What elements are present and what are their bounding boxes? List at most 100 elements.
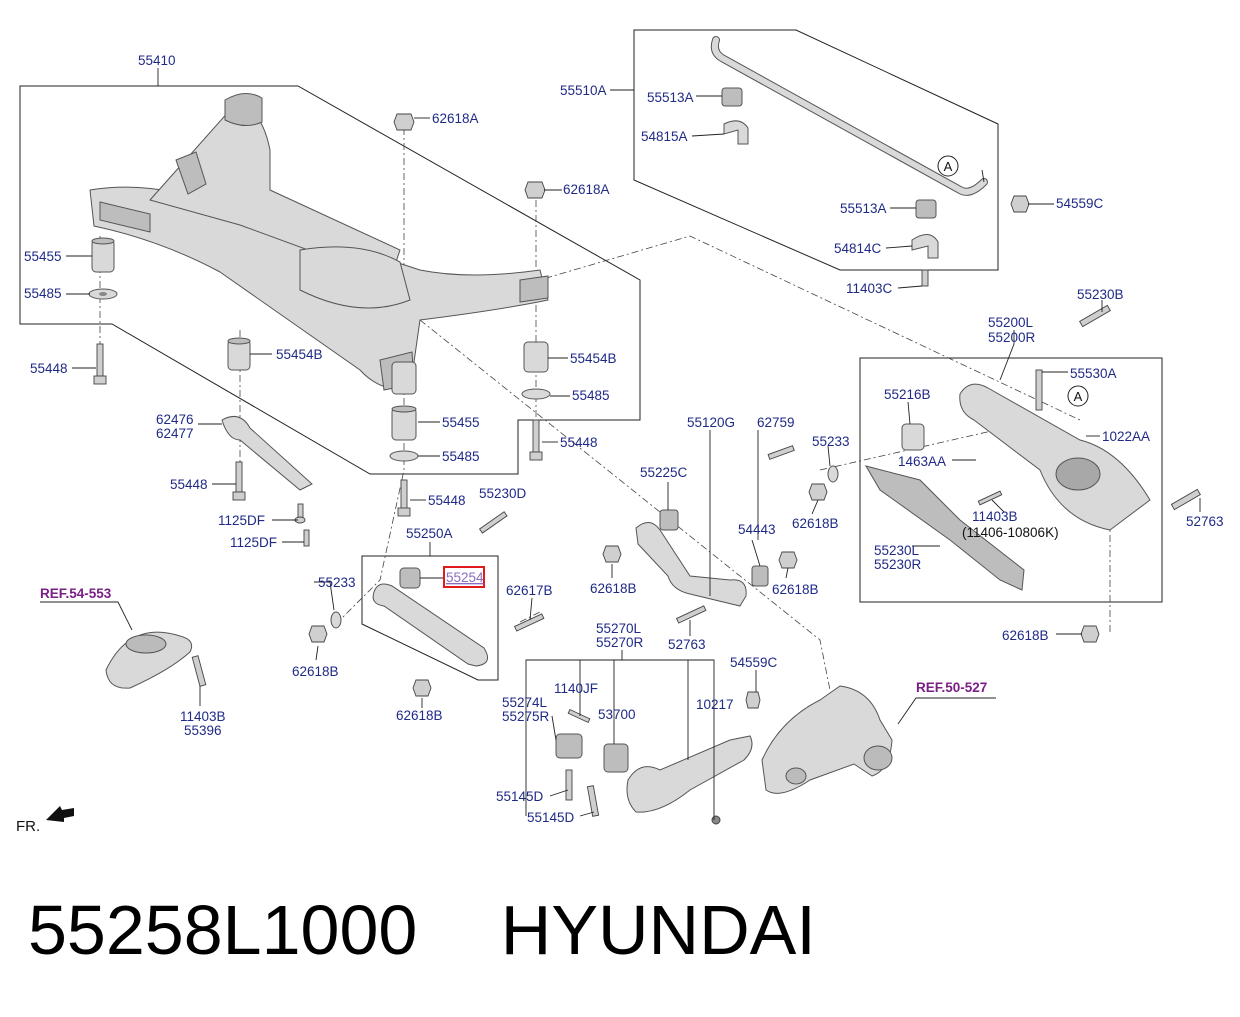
label-55448: 55448 (560, 435, 598, 450)
front-arrow-icon (46, 806, 74, 822)
circle-a-marker-2: A (1067, 385, 1089, 407)
label-62618B: 62618B (1002, 628, 1049, 643)
stabilizer-group-outline (633, 29, 999, 271)
label-55254: 55254 (446, 570, 484, 585)
front-direction-label: FR. (16, 818, 41, 835)
nut-62618A-1 (393, 113, 415, 131)
bushing-55455-center (391, 405, 417, 441)
circle-a-text: A (944, 159, 953, 174)
highlight-box-55254 (443, 566, 485, 588)
label-55230D: 55230D (479, 486, 527, 501)
label-55448: 55448 (30, 361, 68, 376)
label-62618B: 62618B (792, 516, 839, 531)
bracket-62476 (221, 415, 313, 547)
label-55145D: 55145D (496, 789, 544, 804)
label-55410: 55410 (138, 53, 176, 68)
part-number: 55258L1000 (28, 891, 418, 969)
label-55225C: 55225C (640, 465, 688, 480)
label-55448: 55448 (428, 493, 466, 508)
label-62617B: 62617B (506, 583, 553, 598)
label-54559C: 54559C (730, 655, 778, 670)
label-54815A: 54815A (641, 129, 688, 144)
label-55274L: 55274L (502, 695, 548, 710)
label-62476: 62476 (156, 412, 194, 427)
label-62618A: 62618A (432, 111, 479, 126)
label-62618B: 62618B (772, 582, 819, 597)
brand-name: HYUNDAI (500, 891, 816, 969)
upper-arm-group-outline (361, 555, 499, 681)
label-62477: 62477 (156, 426, 194, 441)
bushing-55454B-right (523, 341, 549, 373)
label-55270L: 55270L (596, 621, 642, 636)
label-55454B: 55454B (276, 347, 323, 362)
ref-50-527[interactable]: REF.50-527 (916, 680, 987, 695)
label-55200R: 55200R (988, 330, 1036, 345)
bolt-55448-right (529, 419, 543, 461)
label-10217: 10217 (696, 697, 734, 712)
footer-caption: 55258L1000 HYUNDAI (28, 890, 816, 970)
bushing-55454B-left (227, 337, 251, 371)
label-55485: 55485 (24, 286, 62, 301)
circle-a-marker-1: A (937, 155, 959, 177)
label-11403B: 11403B (180, 709, 226, 724)
label-55250A: 55250A (406, 526, 453, 541)
label-54814C: 54814C (834, 241, 882, 256)
label-55120G: 55120G (687, 415, 735, 430)
label-55275R: 55275R (502, 709, 550, 724)
label-54559C: 54559C (1056, 196, 1104, 211)
washer-55485-center (389, 450, 419, 462)
rear-suspension-exploded-diagram: A A 55410 62618A 62618A 55510A 55513A 54… (19, 29, 1224, 825)
label-11406-10806K: (11406-10806K) (962, 525, 1059, 540)
label-62618B: 62618B (292, 664, 339, 679)
washer-55485-right (521, 388, 551, 400)
label-1125DF: 1125DF (230, 535, 277, 550)
label-55448: 55448 (170, 477, 208, 492)
label-55455: 55455 (24, 249, 62, 264)
subframe-group-outline (19, 85, 641, 475)
label-54443: 54443 (738, 522, 776, 537)
label-1022AA: 1022AA (1102, 429, 1150, 444)
label-55145D: 55145D (527, 810, 575, 825)
stabilizer-bar (710, 36, 1030, 287)
label-55485: 55485 (572, 388, 610, 403)
label-52763: 52763 (668, 637, 706, 652)
label-55230B: 55230B (1077, 287, 1124, 302)
label-1463AA: 1463AA (898, 454, 946, 469)
bushing-55455-left (91, 237, 115, 273)
label-55200L: 55200L (988, 315, 1034, 330)
nut-62618A-2 (524, 181, 546, 199)
knuckle-part (761, 685, 893, 794)
bolt-55448-left (93, 343, 107, 385)
label-55216B: 55216B (884, 387, 931, 402)
label-52763: 52763 (1186, 514, 1224, 529)
label-55530A: 55530A (1070, 366, 1117, 381)
upper-arm-55120G (602, 445, 839, 624)
label-55510A: 55510A (560, 83, 607, 98)
bushing-55454B-center (391, 361, 417, 395)
label-55270R: 55270R (596, 635, 644, 650)
label-62618A: 62618A (563, 182, 610, 197)
label-55455: 55455 (442, 415, 480, 430)
strut-mount-part (105, 631, 207, 689)
label-11403C: 11403C (846, 281, 893, 296)
part-labels: 55410 62618A 62618A 55510A 55513A 54815A… (24, 53, 1224, 825)
label-62618B: 62618B (590, 581, 637, 596)
label-53700: 53700 (598, 707, 636, 722)
bolt-55448-center (397, 479, 411, 517)
ref-54-553[interactable]: REF.54-553 (40, 586, 112, 601)
label-55230R: 55230R (874, 557, 922, 572)
label-55485: 55485 (442, 449, 480, 464)
subframe-crossmember (89, 93, 549, 391)
label-55454B: 55454B (570, 351, 617, 366)
washer-55485-left (88, 288, 118, 300)
label-55513A: 55513A (647, 90, 694, 105)
label-11403B: 11403B (972, 509, 1018, 524)
lower-control-arm (864, 304, 1201, 643)
label-55513A: 55513A (840, 201, 887, 216)
label-55233: 55233 (318, 575, 356, 590)
lower-arm-group-outline (859, 357, 1163, 603)
circle-a-text: A (1074, 389, 1083, 404)
leader-lines (40, 68, 1201, 820)
label-55230L: 55230L (874, 543, 920, 558)
